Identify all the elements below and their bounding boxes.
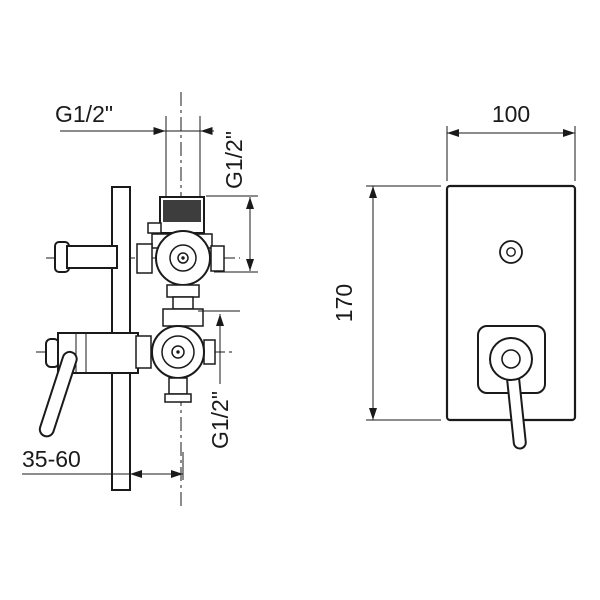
front-view: 100 170 [331, 101, 577, 450]
valve-cartridge-bottom [135, 325, 216, 403]
dimension-thread-top: G1/2" [55, 101, 214, 135]
dimension-thread-bottom: G1/2" [198, 310, 240, 449]
valve-cartridge-top [136, 230, 225, 286]
plate-width-label: 100 [492, 101, 530, 127]
plate-height-label: 170 [331, 284, 357, 322]
dimension-depth-range: 35-60 [22, 446, 184, 480]
supply-elbow [147, 196, 205, 234]
handle-hub [501, 349, 521, 369]
thread-side-label: G1/2" [221, 131, 247, 189]
side-view: G1/2" G1/2" G1/2" 35-60 [22, 92, 258, 508]
diverter-button [499, 240, 523, 264]
dimension-plate-height: 170 [331, 185, 441, 421]
valve-body-middle [162, 284, 204, 327]
dimension-thread-side: G1/2" [206, 131, 258, 273]
thread-top-label: G1/2" [55, 101, 113, 127]
lever-handle-side [38, 350, 78, 438]
depth-range-label: 35-60 [22, 446, 81, 472]
dimension-plate-width: 100 [446, 101, 576, 181]
spout-outlet [54, 241, 118, 273]
thread-bottom-label: G1/2" [207, 391, 233, 449]
